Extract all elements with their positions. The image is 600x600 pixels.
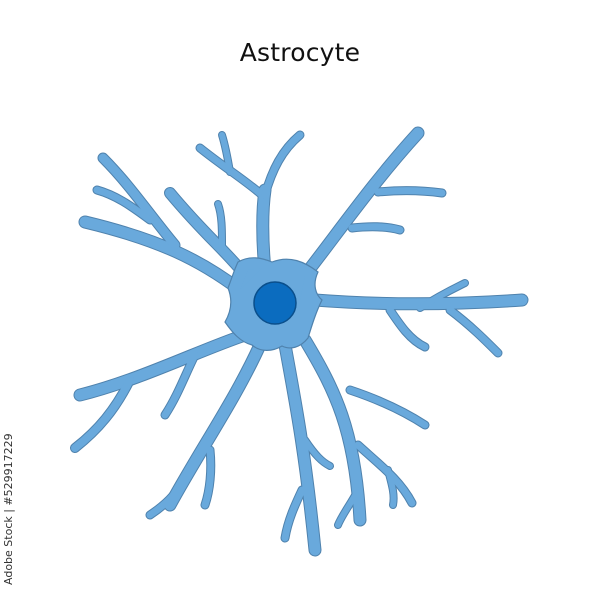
processes [70, 126, 529, 557]
diagram-title: Astrocyte [239, 38, 361, 67]
image-credit: Adobe Stock | #529917229 [2, 433, 15, 585]
nucleus [253, 281, 297, 325]
